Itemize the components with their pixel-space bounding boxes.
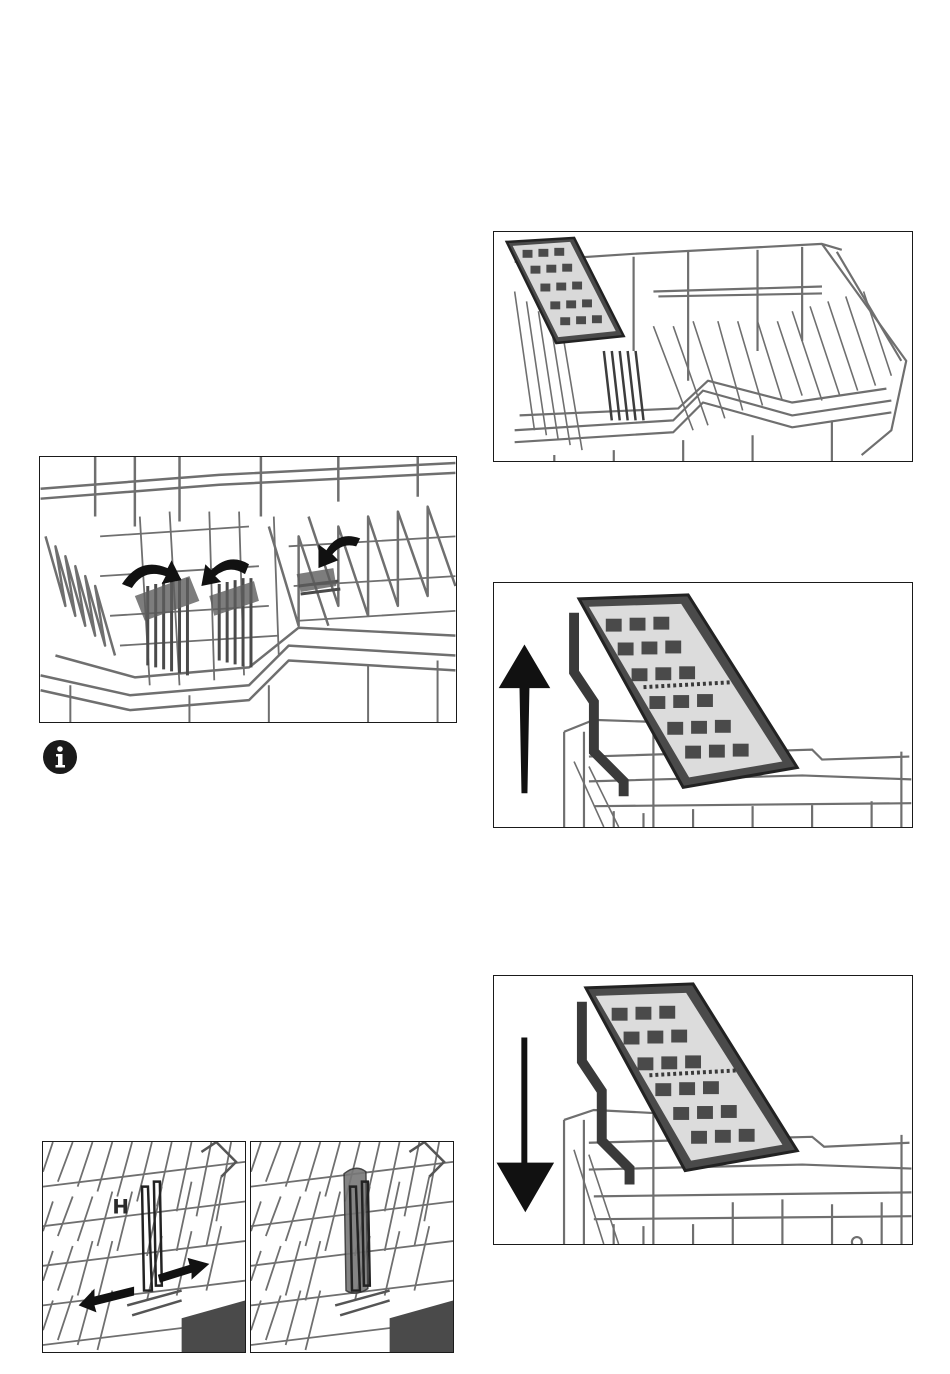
arrow-up-icon	[499, 644, 551, 793]
basket-lift-illustration	[494, 583, 912, 827]
figure-basket-lowered	[493, 975, 913, 1245]
double-arrow-icon	[79, 1287, 134, 1313]
rack-with-basket-illustration	[494, 232, 912, 461]
basket-lower-illustration	[494, 976, 912, 1244]
figure-holder-glass	[250, 1141, 454, 1353]
cutlery-basket	[582, 984, 797, 1185]
figure-holder-h: H	[42, 1141, 246, 1353]
holder-glass-illustration	[251, 1142, 453, 1352]
cutlery-basket	[574, 595, 797, 796]
rack-illustration	[40, 457, 456, 722]
figure-rack-folding-tines	[39, 456, 457, 723]
holder-illustration: H	[43, 1142, 245, 1352]
figure-basket-lifted	[493, 582, 913, 828]
info-icon	[42, 739, 78, 775]
rack-top-rail-2	[41, 473, 456, 499]
figure-basket-on-rack	[493, 231, 913, 462]
holder-label: H	[112, 1195, 129, 1218]
arrow-up-down-icon	[497, 1038, 555, 1213]
cutlery-basket	[507, 238, 624, 343]
